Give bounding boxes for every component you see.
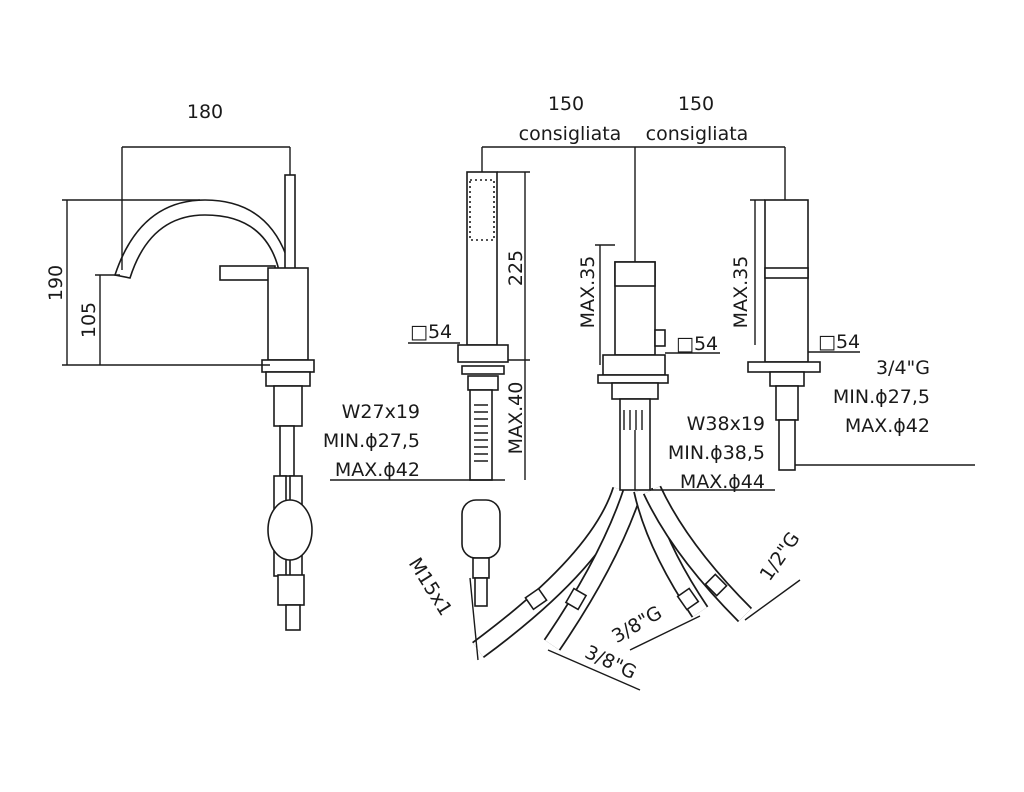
right-valve (747, 199, 821, 471)
right-square: □54 (818, 331, 860, 353)
dim-max-40: MAX.40 (505, 382, 527, 455)
right-thread: 3/4"G (876, 357, 930, 379)
center-min-hole: MIN.ϕ38,5 (668, 442, 765, 464)
right-max-35: MAX.35 (730, 256, 752, 329)
hand-shower-square: □54 (410, 321, 452, 343)
dim-225: 225 (505, 250, 527, 286)
spout-faucet (113, 174, 315, 631)
center-thread: W38x19 (687, 413, 765, 435)
right-min-hole: MIN.ϕ27,5 (833, 386, 930, 408)
spacing-right-note: consigliata (646, 123, 749, 145)
spacing-left-value: 150 (548, 93, 584, 115)
spacing-right-value: 150 (678, 93, 714, 115)
hand-shower-min-hole: MIN.ϕ27,5 (323, 430, 420, 452)
center-mixer (597, 261, 669, 491)
flex-hoses (469, 485, 801, 691)
dim-180: 180 (187, 101, 223, 123)
hose-3-8g-upper: 3/8"G (608, 602, 666, 648)
center-max-hole: MAX.ϕ44 (680, 471, 765, 493)
hand-shower-thread: W27x19 (342, 401, 420, 423)
spacing-left-note: consigliata (519, 123, 622, 145)
hand-shower-dimensions (330, 147, 530, 481)
dim-105: 105 (78, 302, 100, 338)
right-valve-dimensions (750, 199, 975, 466)
hand-shower (457, 171, 509, 607)
hand-shower-max-hole: MAX.ϕ42 (335, 459, 420, 481)
hose-m15x1: M15x1 (404, 554, 457, 620)
center-square: □54 (676, 333, 718, 355)
hose-1-2g: 1/2"G (756, 528, 805, 585)
spout-dimensions (62, 146, 291, 366)
center-dimensions (482, 146, 786, 491)
right-max-hole: MAX.ϕ42 (845, 415, 930, 437)
center-max-35: MAX.35 (577, 256, 599, 329)
dim-190: 190 (45, 265, 67, 301)
